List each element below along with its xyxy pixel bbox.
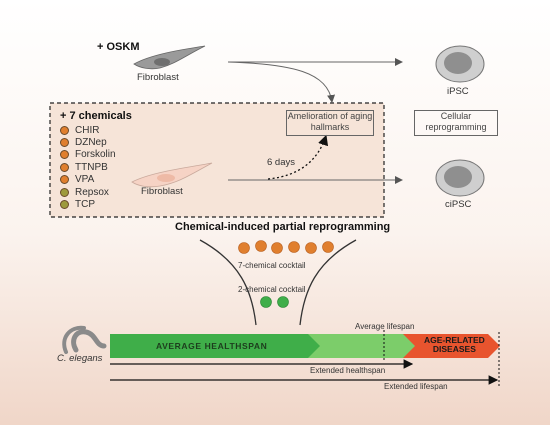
chemical-name: CHIR	[75, 124, 100, 136]
cocktail7-label: 7-chemical cocktail	[238, 261, 306, 270]
amelioration-box: Amelioration of aging hallmarks	[286, 110, 374, 136]
chemical-item: TTNPB	[60, 161, 116, 173]
amelioration-label: Amelioration of aging hallmarks	[287, 111, 373, 132]
chemical-item: Forskolin	[60, 149, 116, 161]
six-days-arrow	[267, 134, 329, 180]
cocktail2-label: 2-chemical cocktail	[238, 285, 306, 294]
funnel-right	[299, 239, 357, 326]
avg-lifespan-label: Average lifespan	[355, 322, 415, 331]
fibroblast-top-icon	[133, 45, 206, 70]
seven-chemical-dots	[238, 240, 334, 254]
cellular-reprogramming-box: Cellular reprogramming	[414, 110, 498, 136]
chemical-dot-icon	[60, 187, 69, 197]
chemical-name: Forskolin	[75, 149, 116, 161]
chemical-name: Repsox	[75, 186, 109, 198]
chemical-item: VPA	[60, 174, 116, 186]
panel-title: Chemical-induced partial reprogramming	[175, 221, 391, 233]
fibroblast-mid-label: Fibroblast	[141, 186, 183, 197]
chemical-dot-icon	[60, 175, 69, 185]
worm-icon	[71, 329, 107, 353]
chemical-dot-icon	[60, 125, 69, 135]
ipsc-label: iPSC	[447, 86, 469, 97]
two-chemical-dots	[260, 296, 289, 308]
chemical-name: DZNep	[75, 137, 107, 149]
chemical-item: Repsox	[60, 186, 116, 198]
ext-healthspan-label: Extended healthspan	[310, 366, 386, 375]
chemical-name: TTNPB	[75, 161, 108, 173]
oskm-label: + OSKM	[97, 41, 140, 53]
chemical-panel	[49, 102, 385, 218]
avg-healthspan-bar	[110, 334, 320, 358]
fibroblast-mid-icon	[131, 162, 213, 188]
six-days-label: 6 days	[267, 157, 295, 168]
chemical-dot-icon	[60, 200, 69, 210]
cellular-reprogramming-label: Cellular reprogramming	[425, 111, 487, 132]
ext-lifespan-label: Extended lifespan	[384, 382, 448, 391]
funnel-left	[199, 239, 257, 326]
organism-label: C. elegans	[57, 353, 103, 364]
cipsc-cell-icon	[435, 159, 485, 197]
chemical-item: CHIR	[60, 124, 116, 136]
chemical-name: TCP	[75, 199, 95, 211]
ipsc-cell-icon	[435, 45, 485, 83]
chemical-name: VPA	[75, 174, 95, 186]
cipsc-label: ciPSC	[445, 199, 472, 210]
disease-label-line1: AGE-RELATED	[424, 335, 485, 345]
chemical-dot-icon	[60, 150, 69, 160]
disease-bar	[403, 334, 500, 358]
chemical-item: DZNep	[60, 136, 116, 148]
worm-tail-icon	[62, 325, 86, 354]
branch-arrow	[227, 61, 336, 103]
chemical-dot-icon	[60, 138, 69, 148]
disease-label-line2: DISEASES	[432, 344, 476, 354]
chemical-dot-icon	[60, 162, 69, 172]
light-green-bar	[302, 334, 424, 358]
fibroblast-top-label: Fibroblast	[137, 72, 179, 83]
avg-healthspan-label: AVERAGE HEALTHSPAN	[156, 341, 268, 351]
seven-chemicals-label: + 7 chemicals	[60, 110, 132, 122]
chemical-item: TCP	[60, 198, 116, 210]
disease-label: AGE-RELATED DISEASES	[424, 336, 485, 354]
